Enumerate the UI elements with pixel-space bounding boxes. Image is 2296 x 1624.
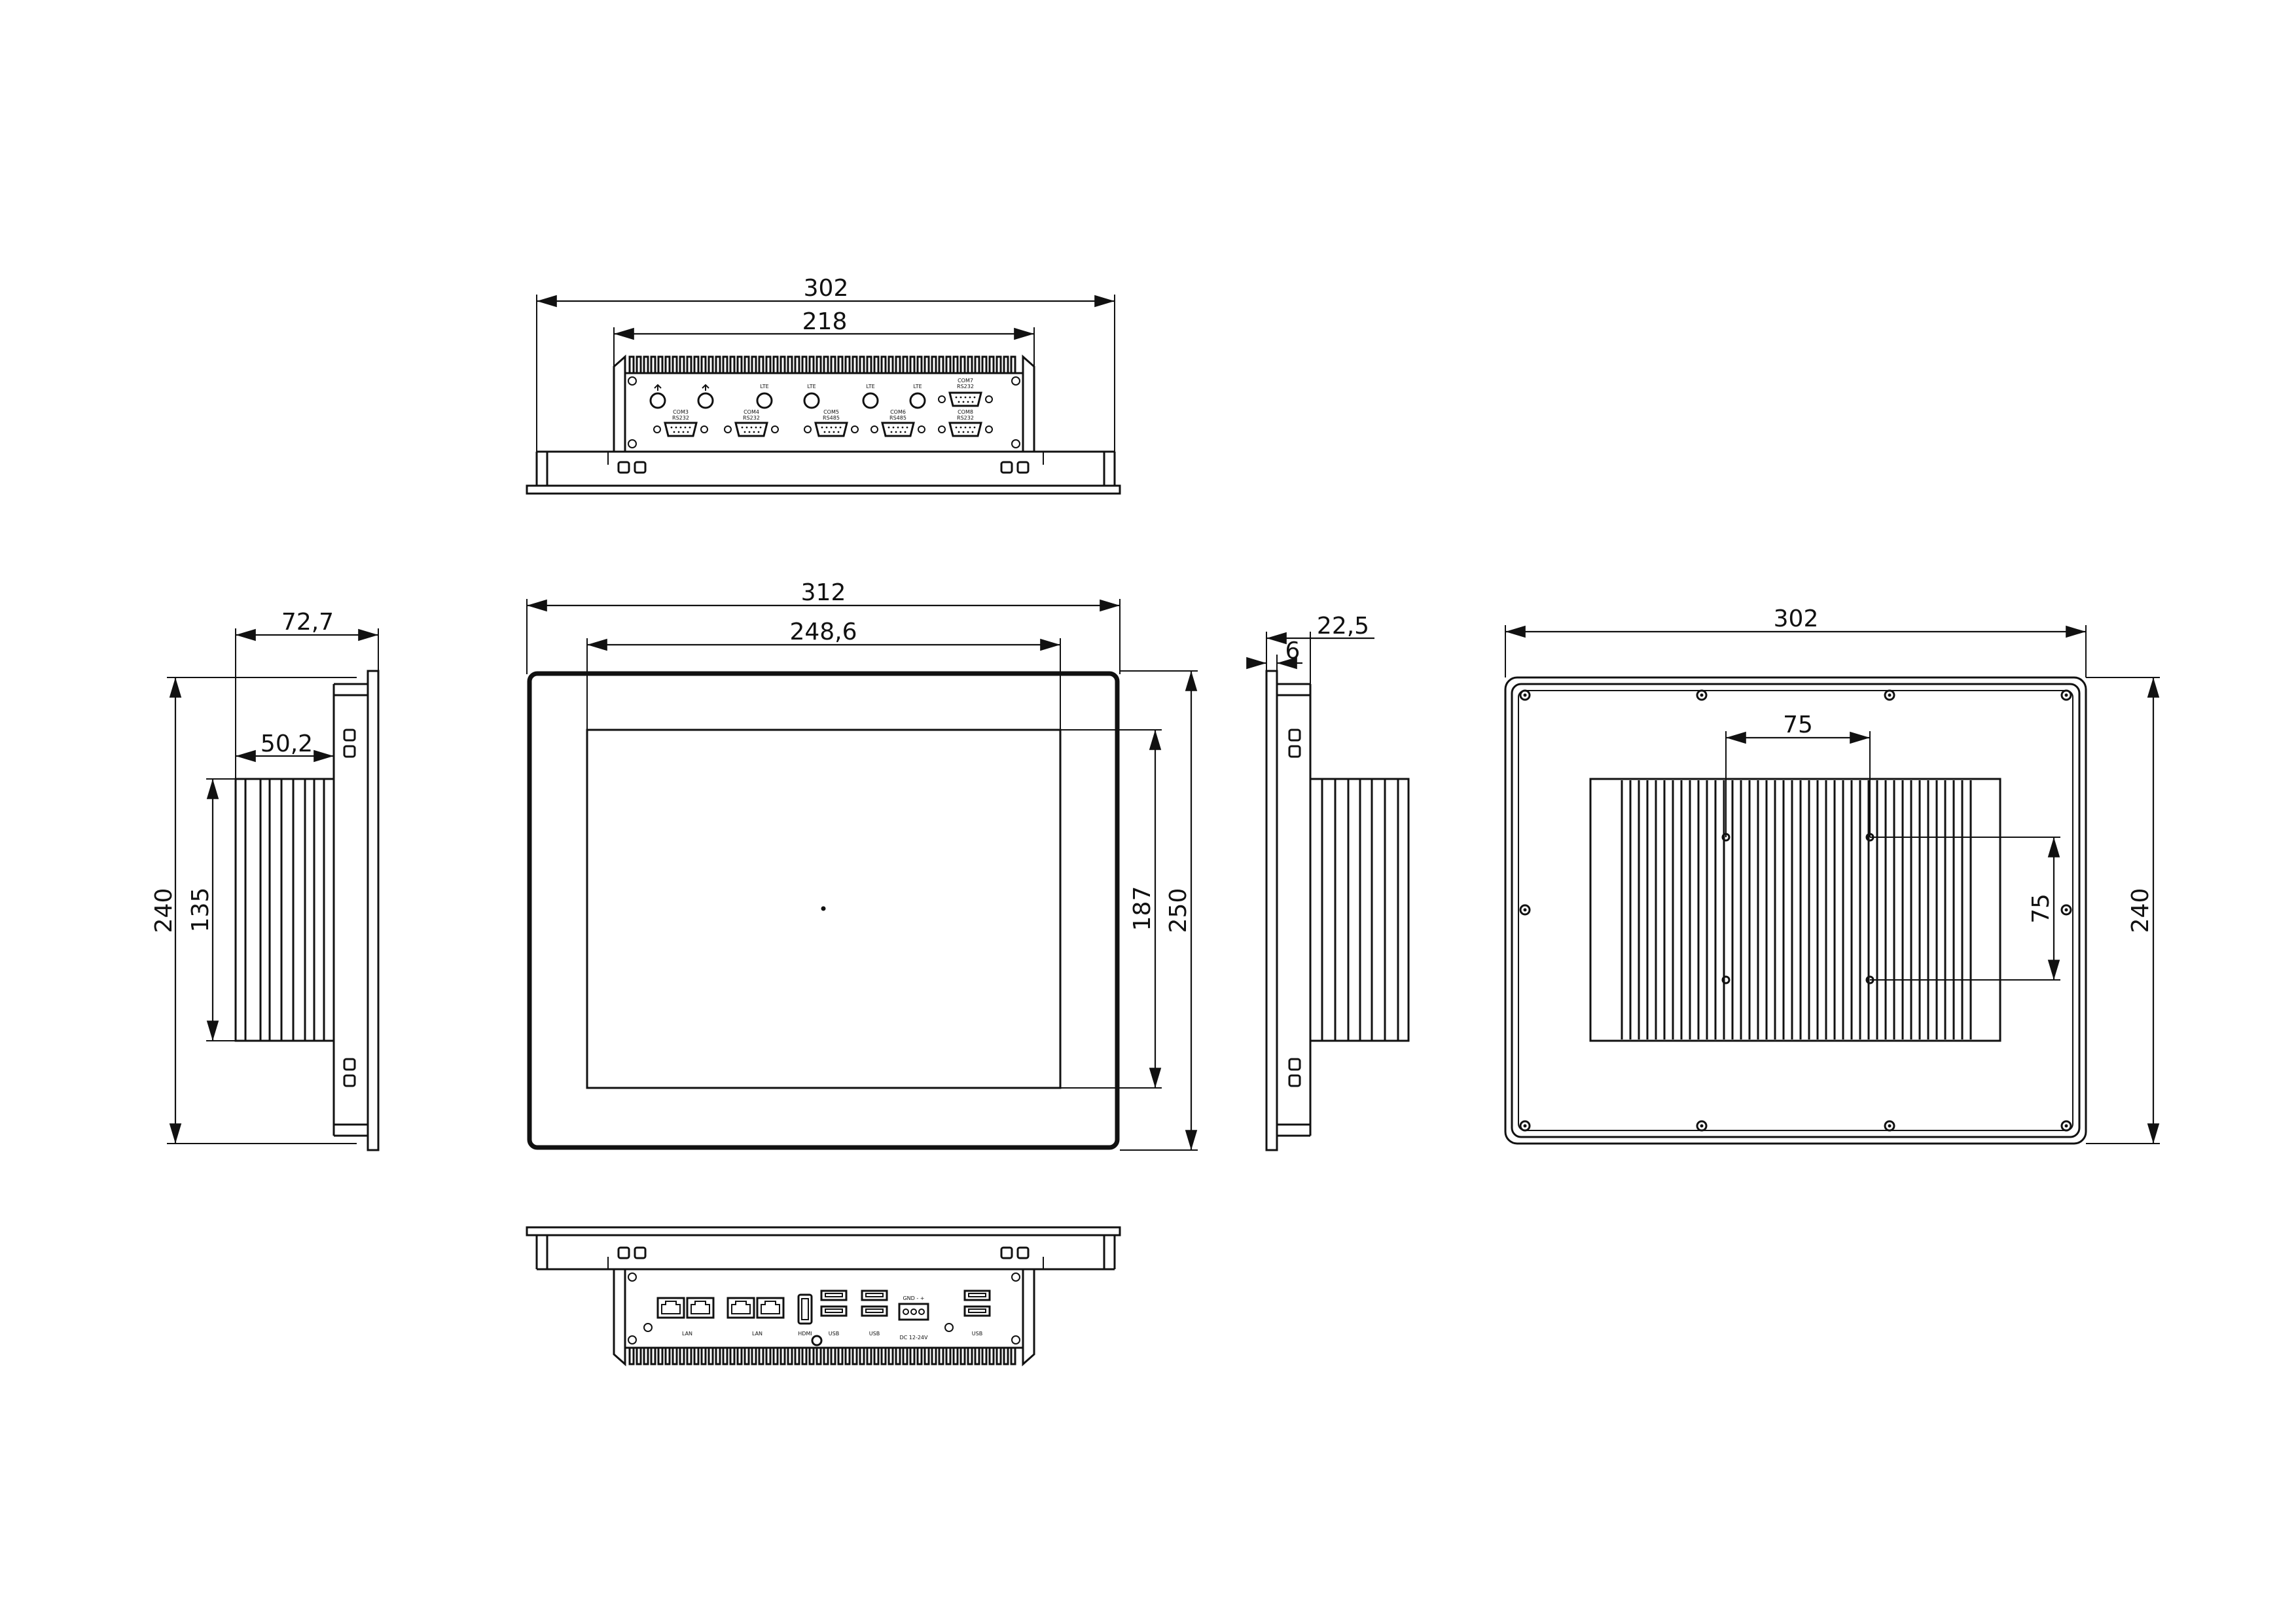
dim-front-overall-height: 250 [1120,670,1198,1151]
left-box-body [234,778,335,1042]
back-frame-inner [1518,690,2073,1131]
dim-right-depth-total: 22,5 [1266,613,1374,785]
dim-left-depth-box: 50,2 [236,731,334,763]
dim-right-panel-thickness: 6 [1246,638,1302,671]
dim-top-overall: 302 [536,275,1115,458]
svg-text:USB: USB [829,1331,839,1337]
svg-text:COM7: COM7 [958,378,973,384]
dim-text-218: 218 [802,308,848,335]
dim-front-overall-width: 312 [526,579,1121,674]
dim-text-302-back: 302 [1774,605,1819,632]
svg-text:COM6: COM6 [890,409,906,415]
back-view: 302 240 75 75 [1504,605,2160,1145]
svg-text:LTE: LTE [866,384,874,389]
left-side-view: 72,7 50,2 240 135 [151,609,380,1151]
top-bezel-front [526,484,1121,495]
svg-text:RS232: RS232 [957,384,974,389]
svg-text:COM3: COM3 [673,409,689,415]
dim-text-250: 250 [1165,888,1192,933]
back-screws [1519,689,2072,1132]
dim-text-248-6: 248,6 [789,619,857,645]
dim-text-72-7: 72,7 [281,609,334,636]
dim-text-50-2: 50,2 [260,731,313,757]
dim-front-screen-height: 187 [1060,729,1162,1089]
left-bezel [367,670,380,1151]
dim-text-302-top: 302 [804,275,849,302]
back-heatsink-body [1589,778,2001,1042]
dim-text-187: 187 [1129,886,1156,931]
left-heatsink-fins [244,779,325,1041]
svg-text:USB: USB [972,1331,982,1337]
dim-back-overall-width: 302 [1505,605,2087,677]
svg-text:COM5: COM5 [823,409,839,415]
dim-text-240-left: 240 [151,888,177,933]
bottom-bezel-front [526,1226,1121,1236]
front-bezel [527,671,1120,1150]
dim-text-6: 6 [1285,638,1300,664]
dim-text-22-5: 22,5 [1317,613,1369,640]
bottom-view: LAN LAN HDMI USB USB USB GND - + DC 12-24V [526,1226,1121,1367]
bottom-io-ports: LAN LAN HDMI USB USB USB GND - + DC 12-24V [628,1272,1020,1346]
svg-text:COM8: COM8 [958,409,973,415]
dim-text-240-back: 240 [2127,888,2154,933]
svg-text:USB: USB [869,1331,880,1337]
front-view: 312 248,6 250 187 [526,579,1198,1151]
svg-text:LAN: LAN [752,1331,762,1337]
svg-text:COM4: COM4 [744,409,759,415]
dim-left-depth-total: 72,7 [235,609,379,785]
back-frame-outer [1504,676,2087,1145]
svg-text:LTE: LTE [913,384,922,389]
back-heatsink-fins [1621,780,1972,1039]
dim-text-135: 135 [187,888,214,933]
svg-text:HDMI: HDMI [798,1331,812,1337]
svg-text:DC 12-24V: DC 12-24V [899,1335,928,1341]
dim-front-screen-width: 248,6 [586,619,1061,730]
dim-text-75-horizontal: 75 [1783,712,1813,738]
svg-text:LTE: LTE [760,384,768,389]
right-bezel [1265,670,1278,1151]
top-heatsink-fins [628,355,1016,373]
right-heatsink-fins [1321,779,1399,1041]
front-center-mark [821,906,826,911]
svg-text:RS485: RS485 [823,415,840,421]
dim-text-312: 312 [801,579,846,606]
dim-text-75-vertical: 75 [2028,893,2054,924]
dim-back-overall-height: 240 [2086,677,2160,1144]
svg-text:RS232: RS232 [957,415,974,421]
svg-text:RS232: RS232 [743,415,760,421]
svg-text:LTE: LTE [807,384,816,389]
svg-text:GND - +: GND - + [903,1295,924,1301]
svg-text:LAN: LAN [682,1331,692,1337]
dim-vesa-horizontal: 75 [1725,712,1871,837]
svg-text:RS232: RS232 [672,415,689,421]
dim-top-box: 218 [613,308,1035,367]
front-display-area [586,729,1062,1089]
dim-vesa-vertical: 75 [1870,837,2060,981]
dim-left-box-height: 135 [187,778,236,1041]
dim-left-height: 240 [151,677,357,1144]
svg-text:RS485: RS485 [889,415,906,421]
bottom-heatsink-fins [628,1348,1016,1365]
right-side-view: 22,5 6 [1246,613,1410,1151]
